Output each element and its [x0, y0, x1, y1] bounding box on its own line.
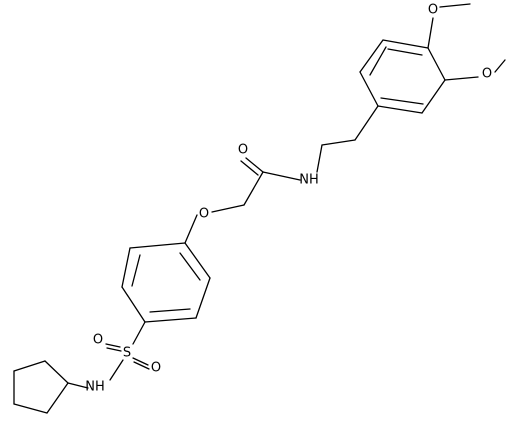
bond-line [184, 214, 198, 244]
bond-line [380, 97, 424, 105]
bond-line [387, 48, 423, 56]
methoxy-oxygen-top: O [428, 3, 438, 18]
bond-layer [13, 3, 506, 414]
bond-line [46, 382, 69, 414]
bond-line [121, 286, 146, 323]
bond-line [13, 360, 46, 372]
bond-line [106, 347, 122, 352]
bond-line [184, 242, 211, 279]
sulfur-atom: S [123, 346, 131, 361]
bond-line [144, 317, 197, 323]
bond-line [427, 17, 434, 49]
bond-line [240, 160, 259, 176]
methoxy-oxygen-right: O [482, 67, 492, 82]
bond-line [262, 171, 301, 181]
carbonyl-oxygen: O [238, 143, 248, 158]
bond-line [316, 144, 323, 173]
amide-nitrogen: NH [299, 173, 319, 188]
bond-line [321, 139, 356, 146]
bond-line [427, 47, 446, 81]
atom-label-layer: O O O NH O S O O NH [85, 3, 492, 395]
bond-line [211, 204, 245, 213]
bond-line [382, 39, 429, 49]
bond-line [359, 71, 379, 107]
bond-line [354, 105, 379, 141]
ether-oxygen: O [199, 207, 209, 222]
bond-line [129, 242, 186, 249]
bond-line [494, 59, 506, 73]
bond-line [245, 157, 264, 173]
bond-line [195, 277, 211, 319]
bond-line [369, 46, 387, 76]
bond-line [377, 105, 423, 114]
bond-line [132, 321, 146, 345]
bond-line [121, 247, 131, 288]
sulfonyl-oxygen-left: O [93, 333, 103, 348]
bond-line [421, 79, 446, 114]
bond-line [105, 343, 121, 348]
bond-line [67, 382, 89, 389]
bond-line [109, 359, 124, 381]
bond-line [179, 252, 201, 281]
bond-line [444, 76, 479, 81]
bond-line [359, 39, 384, 73]
bond-line [439, 3, 471, 8]
bond-line [13, 403, 48, 414]
sulfonyl-oxygen-right: O [151, 361, 161, 376]
bond-line [132, 357, 149, 366]
bond-line [243, 171, 264, 206]
bond-line [44, 360, 69, 384]
bond-line [149, 308, 191, 313]
bond-line [133, 361, 150, 370]
bond-line [131, 254, 141, 287]
sulfonamide-nitrogen: NH [85, 380, 105, 395]
